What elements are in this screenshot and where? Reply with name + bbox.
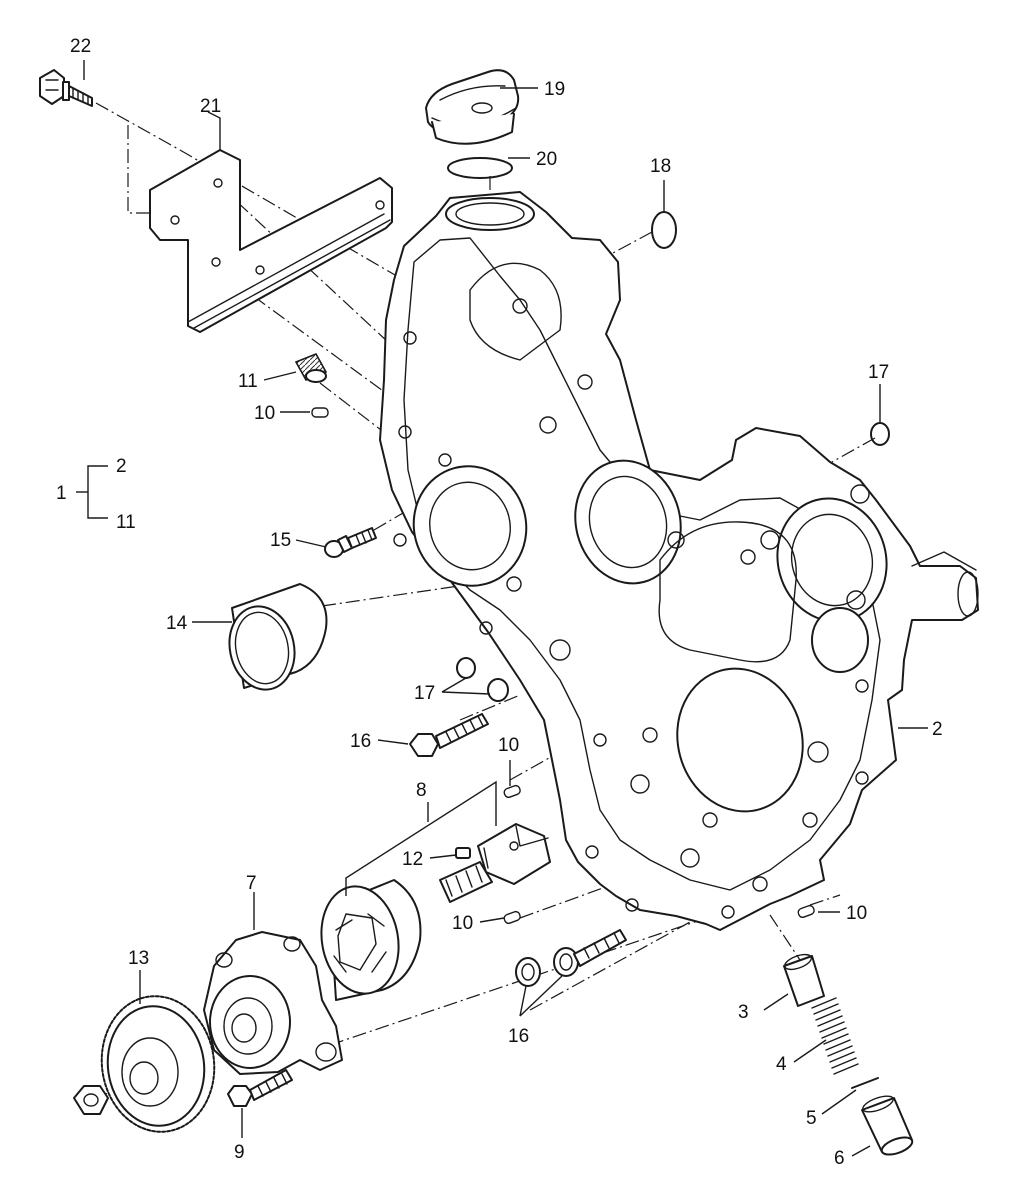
label-15: 15 bbox=[270, 530, 291, 551]
dowel-pins-10 bbox=[311, 407, 815, 925]
bolt-16-upper bbox=[409, 713, 489, 757]
label-17-b: 17 bbox=[414, 683, 435, 704]
label-10-a: 10 bbox=[254, 403, 275, 424]
valve-3 bbox=[783, 953, 825, 1007]
bolt-9 bbox=[227, 1069, 293, 1107]
o-ring-20 bbox=[447, 157, 513, 179]
washer-5 bbox=[851, 1077, 879, 1089]
o-ring-18 bbox=[651, 211, 677, 249]
gear-nut bbox=[73, 1085, 109, 1115]
label-22: 22 bbox=[70, 36, 91, 57]
label-2: 2 bbox=[932, 719, 943, 740]
label-11: 11 bbox=[238, 371, 258, 392]
bush-11 bbox=[294, 352, 328, 383]
oil-pump-rotor-8 bbox=[320, 879, 422, 1001]
label-7: 7 bbox=[246, 873, 257, 894]
part-labels: 22 21 19 20 18 11 10 17 1 2 11 15 14 17 … bbox=[56, 36, 943, 1169]
o-ring-17-top bbox=[870, 422, 890, 446]
label-18: 18 bbox=[650, 156, 671, 177]
label-20: 20 bbox=[536, 149, 557, 170]
spring-4 bbox=[811, 997, 859, 1075]
label-1-part-11: 11 bbox=[116, 512, 136, 533]
label-8: 8 bbox=[416, 780, 427, 801]
label-10-d: 10 bbox=[846, 903, 867, 924]
leader-lines bbox=[76, 60, 928, 1157]
label-4: 4 bbox=[776, 1054, 787, 1075]
label-3: 3 bbox=[738, 1002, 749, 1023]
label-16-b: 16 bbox=[508, 1026, 529, 1047]
label-13: 13 bbox=[128, 948, 149, 969]
label-21: 21 bbox=[200, 96, 221, 117]
drive-gear-13 bbox=[100, 995, 216, 1133]
label-5: 5 bbox=[806, 1108, 817, 1129]
bolt-15 bbox=[324, 527, 377, 558]
bracket-plate-21 bbox=[149, 149, 393, 333]
label-19: 19 bbox=[544, 79, 565, 100]
bolts-16-lower bbox=[515, 929, 627, 987]
gear-case-2 bbox=[379, 191, 979, 931]
label-16-a: 16 bbox=[350, 731, 371, 752]
plug-6 bbox=[861, 1095, 914, 1156]
key-12 bbox=[455, 847, 471, 859]
oil-pump-cover-7 bbox=[203, 931, 343, 1075]
label-14: 14 bbox=[166, 613, 188, 634]
label-12: 12 bbox=[402, 849, 423, 870]
label-17-a: 17 bbox=[868, 362, 889, 383]
oil-pump-shaft-8 bbox=[439, 823, 551, 903]
label-10-c: 10 bbox=[452, 913, 473, 934]
bolt-22 bbox=[39, 69, 93, 107]
label-9: 9 bbox=[234, 1142, 245, 1163]
label-1: 1 bbox=[56, 483, 67, 504]
label-6: 6 bbox=[834, 1148, 845, 1169]
label-1-part-2: 2 bbox=[116, 456, 127, 477]
oil-seal-14 bbox=[228, 583, 328, 691]
filler-cap-19 bbox=[425, 69, 520, 145]
label-10-b: 10 bbox=[498, 735, 519, 756]
